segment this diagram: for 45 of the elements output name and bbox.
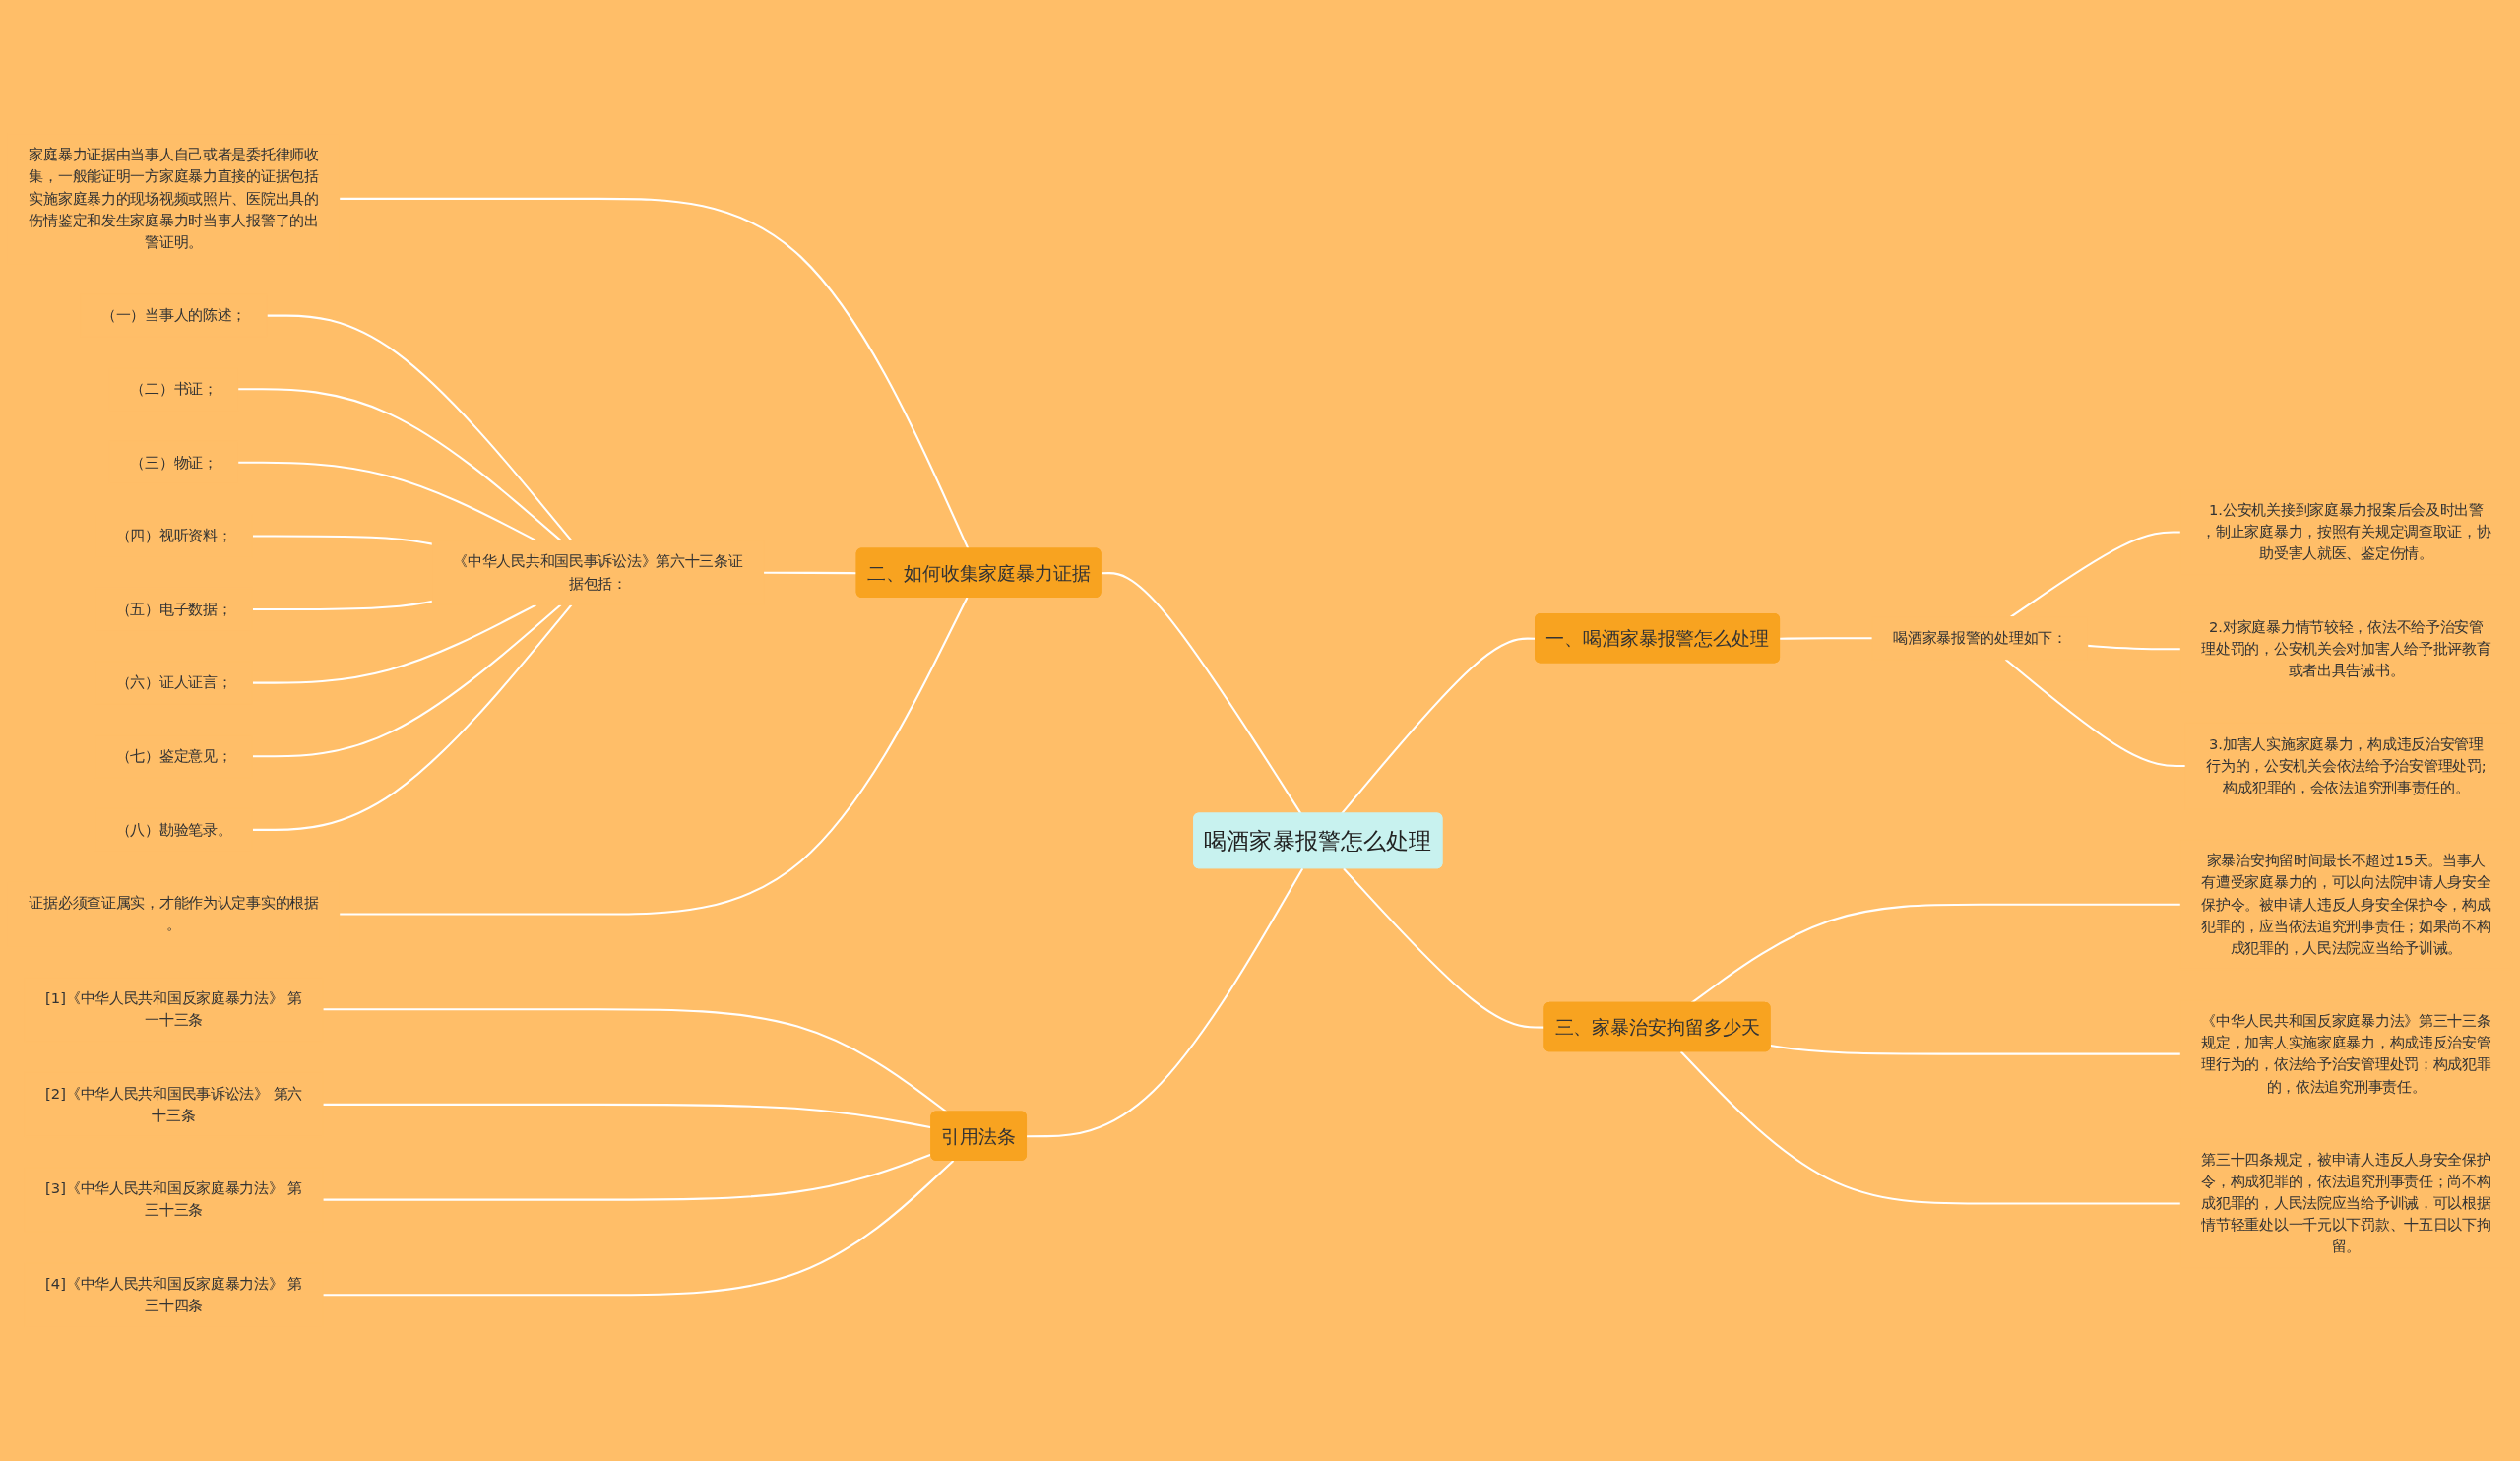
- node-text: （五）电子数据；: [115, 601, 232, 617]
- connector: [1101, 572, 1302, 815]
- node-text: 证据必须查证属实，才能作为认定事实的根据。: [29, 894, 319, 933]
- node-text: [4]《中华人民共和国反家庭暴力法》 第三十四条: [45, 1275, 303, 1314]
- connector: [1343, 867, 1545, 1029]
- node-text: 3.加害人实施家庭暴力，构成违反治安管理行为的，公安机关会依法给予治安管理处罚;构成犯罪的，会依法追究刑事责任的。: [2206, 734, 2487, 795]
- connector: [252, 600, 433, 611]
- node-text: （八）勘验笔录。: [115, 820, 232, 838]
- node-text: 家庭暴力证据由当事人自己或者是委托律师收集，一般能证明一方家庭暴力直接的证据包括实施家庭暴力的现场视频或照片、医院出具的伤情鉴定和发生家庭暴力时当事人报警了的出警证明。: [29, 146, 319, 250]
- node-text: （四）视听资料；: [115, 527, 232, 544]
- connector: [2004, 658, 2186, 768]
- node-text: 1.公安机关接到家庭暴力报案后会及时出警，制止家庭暴力，按照有关规定调查取证，协助受害人就医、鉴定伤情。: [2201, 501, 2491, 562]
- node-text: （三）物证；: [130, 453, 218, 471]
- node-text: 第三十四条规定，被申请人违反人身安全保护令，构成犯罪的，依法追究刑事责任；尚不构成犯罪的，人民法院应当给予训诫，可以根据情节轻重处以一千元以下罚款、十五日以下拘留。: [2201, 1151, 2491, 1255]
- node-text: （一）当事人的陈述；: [100, 306, 247, 324]
- connector: [237, 461, 537, 542]
- connector: [2010, 531, 2181, 618]
- node-text: 《中华人民共和国反家庭暴力法》第三十三条规定，加害人实施家庭暴力，构成违反治安管理行为的，依法给予治安管理处罚；构成犯罪的，依法追究刑事责任。: [2201, 1012, 2491, 1095]
- connector: [2087, 644, 2181, 651]
- connector: [763, 571, 857, 575]
- node-text: （六）证人证言；: [115, 673, 232, 691]
- node-text: [3]《中华人民共和国反家庭暴力法》 第三十三条: [45, 1179, 303, 1219]
- node-text: （七）鉴定意见；: [115, 747, 232, 765]
- node-text: 2.对家庭暴力情节较轻，依法不给予治安管理处罚的，公安机关会对加害人给予批评教育或者出具告诫书。: [2201, 618, 2491, 679]
- connector: [339, 197, 970, 549]
- node-text: 家暴治安拘留时间最长不超过15天。当事人有遭受家庭暴力的，可以向法院申请人身安全保护令。被申请人违反人身安全保护令，构成犯罪的，应当依法追究刑事责任；如果尚不构成犯罪的，人民法院应当给予训诫。: [2201, 852, 2491, 956]
- node-text: [2]《中华人民共和国民事诉讼法》 第六十三条: [45, 1084, 303, 1123]
- connector: [323, 1160, 955, 1297]
- connector: [252, 603, 562, 758]
- connector: [1027, 867, 1304, 1138]
- node-text: （二）书证；: [130, 380, 218, 398]
- node-text: [1]《中华人民共和国反家庭暴力法》 第一十三条: [45, 989, 303, 1029]
- node-text: 《中华人民共和国民事诉讼法》第六十三条证据包括：: [453, 552, 743, 592]
- connector: [252, 603, 573, 831]
- connector: [339, 597, 969, 916]
- connector: [252, 535, 433, 545]
- connector: [1690, 903, 2181, 1004]
- connector: [237, 388, 562, 541]
- connector: [323, 1008, 948, 1113]
- connector: [1780, 637, 1873, 640]
- connector: [267, 314, 573, 541]
- connector: [252, 603, 537, 684]
- node-text: 喝酒家暴报警的处理如下：: [1893, 629, 2067, 647]
- connector: [1679, 1050, 2181, 1205]
- connector: [1770, 1045, 2181, 1055]
